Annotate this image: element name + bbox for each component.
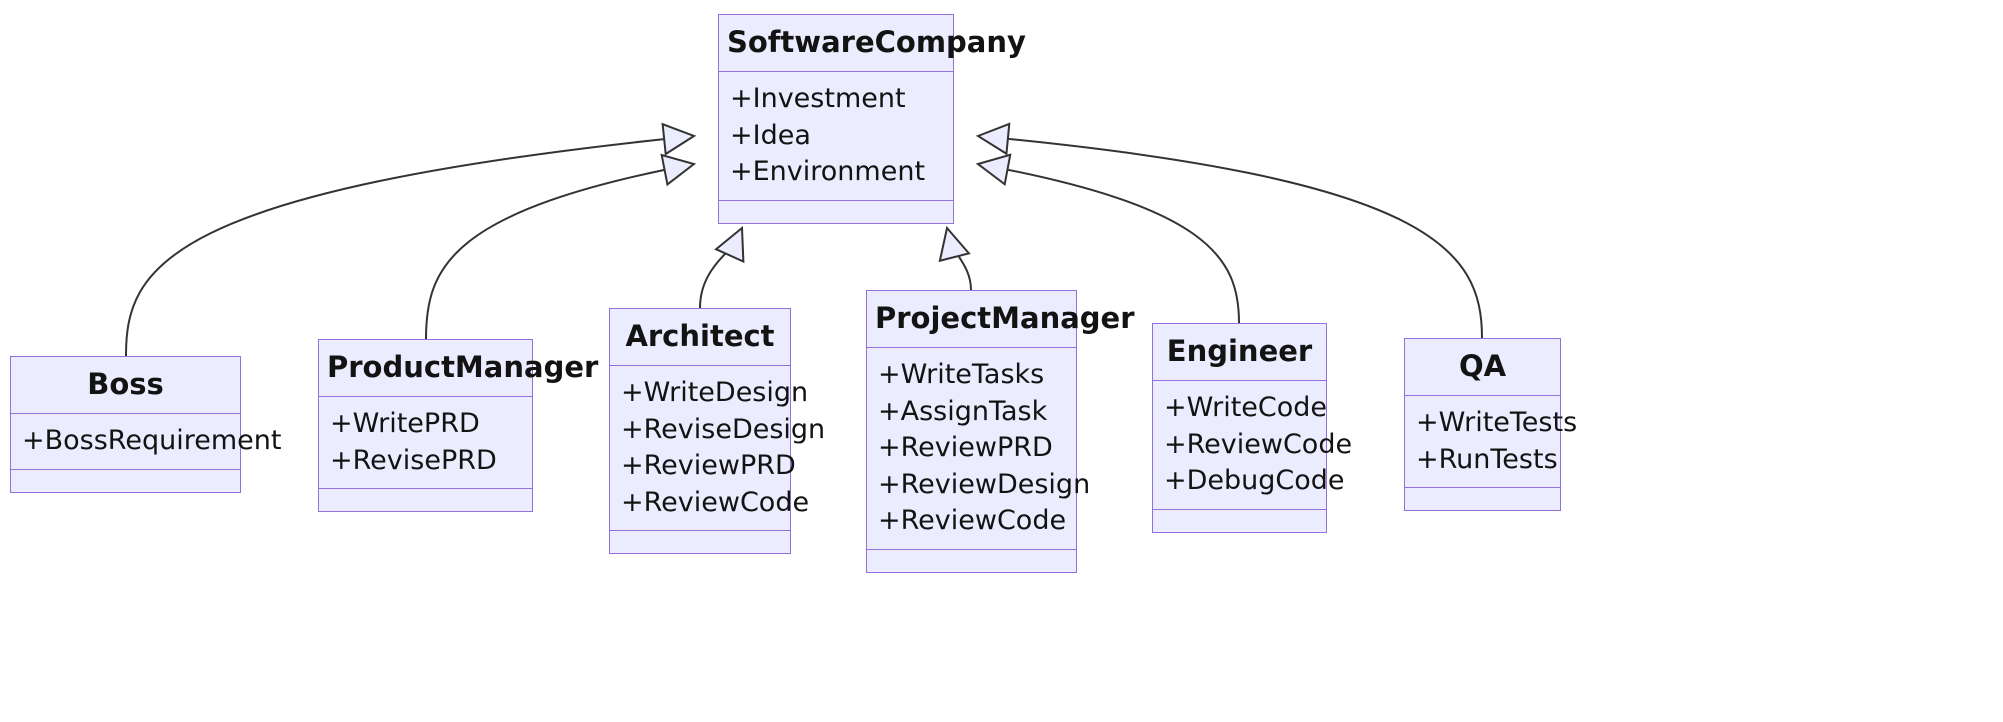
attribute-row: +RevisePRD — [330, 444, 497, 476]
attribute-row: +ReviewPRD — [878, 432, 1053, 464]
attribute-row: +WriteDesign — [621, 377, 809, 408]
class-methods-qa — [1405, 488, 1560, 510]
generalization-arrowhead-qa — [975, 122, 1011, 156]
class-name-project-manager: ProjectManager — [867, 291, 1135, 348]
class-methods-boss — [11, 470, 240, 492]
class-methods-architect — [610, 531, 790, 553]
class-box-engineer[interactable]: Engineer +WriteCode +ReviewCode +DebugCode — [1152, 323, 1353, 533]
class-box-qa[interactable]: QA +WriteTests +RunTests — [1404, 338, 1578, 512]
class-methods-project-manager — [867, 550, 1076, 572]
class-attributes-software-company: +Investment +Idea +Environment — [719, 72, 953, 201]
attribute-row: +ReviewCode — [1164, 428, 1353, 460]
attribute-row: +Investment — [730, 83, 906, 114]
class-attributes-qa: +WriteTests +RunTests — [1405, 396, 1578, 489]
attribute-row: +WriteTasks — [878, 359, 1045, 390]
attribute-row: +Environment — [730, 156, 926, 188]
attribute-row: +ReviewDesign — [878, 468, 1091, 500]
class-box-product-manager[interactable]: ProductManager +WritePRD +RevisePRD — [318, 339, 598, 513]
class-box-software-company[interactable]: SoftwareCompany +Investment +Idea +Environm… — [718, 14, 1026, 224]
class-methods-product-manager — [319, 489, 532, 511]
class-box-architect[interactable]: Architect +WriteDesign +ReviseDesign +Revie… — [609, 308, 826, 555]
generalization-arrowhead-product-manager — [660, 153, 697, 187]
class-name-architect: Architect — [610, 309, 790, 366]
attribute-row: +ReviewCode — [621, 486, 810, 518]
attribute-row: +Idea — [730, 119, 811, 151]
class-attributes-boss: +BossRequirement — [11, 414, 282, 470]
attribute-row: +DebugCode — [1164, 465, 1345, 497]
class-methods-software-company — [719, 201, 953, 223]
generalization-arrowhead-engineer — [975, 153, 1012, 187]
class-attributes-architect: +WriteDesign +ReviseDesign +ReviewPRD +Revi… — [610, 366, 826, 532]
class-name-software-company: SoftwareCompany — [719, 15, 1026, 72]
class-name-product-manager: ProductManager — [319, 340, 598, 397]
edge-project-manager-to-software-company — [946, 227, 972, 291]
class-attributes-engineer: +WriteCode +ReviewCode +DebugCode — [1153, 381, 1353, 510]
attribute-row: +RunTests — [1416, 443, 1558, 475]
class-name-boss: Boss — [11, 357, 240, 414]
edge-architect-to-software-company — [699, 227, 743, 309]
attribute-row: +AssignTask — [878, 395, 1048, 427]
class-name-qa: QA — [1405, 339, 1560, 396]
class-box-project-manager[interactable]: ProjectManager +WriteTasks +AssignTask +Rev… — [866, 290, 1135, 574]
class-name-engineer: Engineer — [1153, 324, 1326, 381]
attribute-row: +ReviseDesign — [621, 413, 826, 445]
generalization-arrowhead-architect — [714, 225, 745, 264]
class-attributes-project-manager: +WriteTasks +AssignTask +ReviewPRD +ReviewD… — [867, 348, 1091, 551]
generalization-arrowhead-project-manager — [938, 225, 971, 263]
attribute-row: +BossRequirement — [22, 425, 282, 456]
class-attributes-product-manager: +WritePRD +RevisePRD — [319, 397, 532, 490]
class-box-boss[interactable]: Boss +BossRequirement — [10, 356, 282, 493]
generalization-arrowhead-boss — [661, 122, 697, 156]
attribute-row: +ReviewPRD — [621, 450, 796, 482]
class-methods-engineer — [1153, 510, 1326, 532]
attribute-row: +WritePRD — [330, 408, 480, 439]
attribute-row: +WriteCode — [1164, 392, 1328, 423]
attribute-row: +WriteTests — [1416, 407, 1578, 438]
attribute-row: +ReviewCode — [878, 505, 1067, 537]
